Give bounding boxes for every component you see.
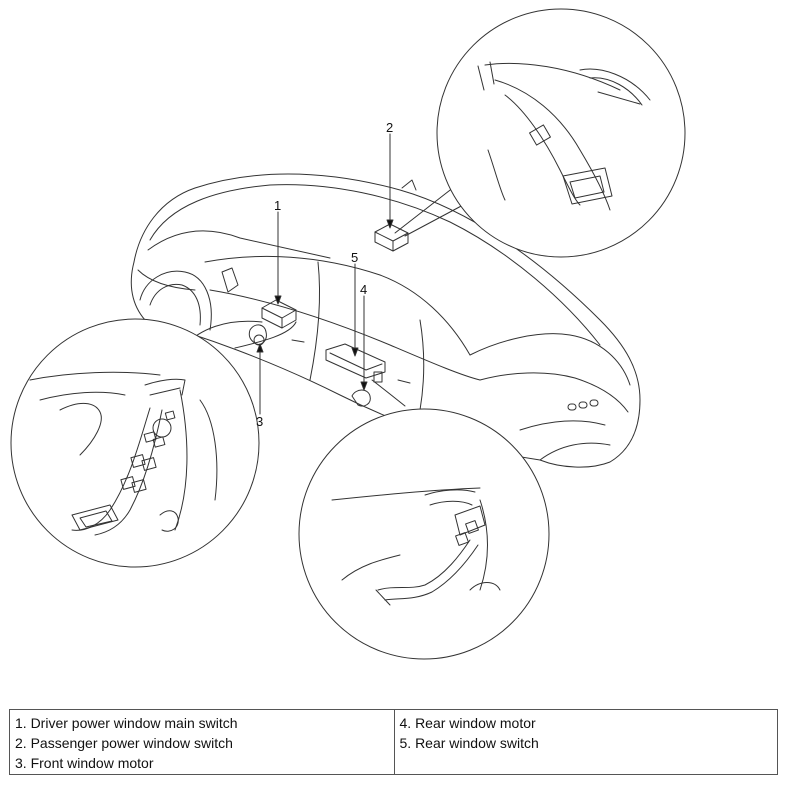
leader-lines (256, 133, 394, 415)
rear-motor-shape (351, 371, 383, 407)
callout-1: 1 (274, 198, 281, 213)
driver-switch-box (261, 299, 297, 329)
callout-4: 4 (360, 282, 367, 297)
car-component-location-diagram: 1 2 3 4 5 (10, 8, 686, 660)
rear-switch-shape (325, 343, 386, 379)
legend-table: 1. Driver power window main switch 2. Pa… (9, 709, 778, 775)
legend-column-right: 4. Rear window motor 5. Rear window swit… (393, 710, 778, 774)
detail-circle-driver (10, 318, 260, 568)
legend-column-left: 1. Driver power window main switch 2. Pa… (10, 710, 394, 774)
callout-2: 2 (386, 120, 393, 135)
legend-item-5: 5. Rear window switch (399, 735, 539, 751)
passenger-switch-box (374, 223, 409, 252)
car-outline (130, 173, 641, 468)
callout-3: 3 (256, 414, 263, 429)
legend-item-2: 2. Passenger power window switch (15, 735, 233, 751)
detail-circle-rear (298, 408, 550, 660)
legend-item-4: 4. Rear window motor (399, 715, 536, 731)
legend-item-1: 1. Driver power window main switch (15, 715, 238, 731)
detail-circle-passenger (436, 8, 686, 258)
callout-5: 5 (351, 250, 358, 265)
legend-item-3: 3. Front window motor (15, 755, 154, 771)
